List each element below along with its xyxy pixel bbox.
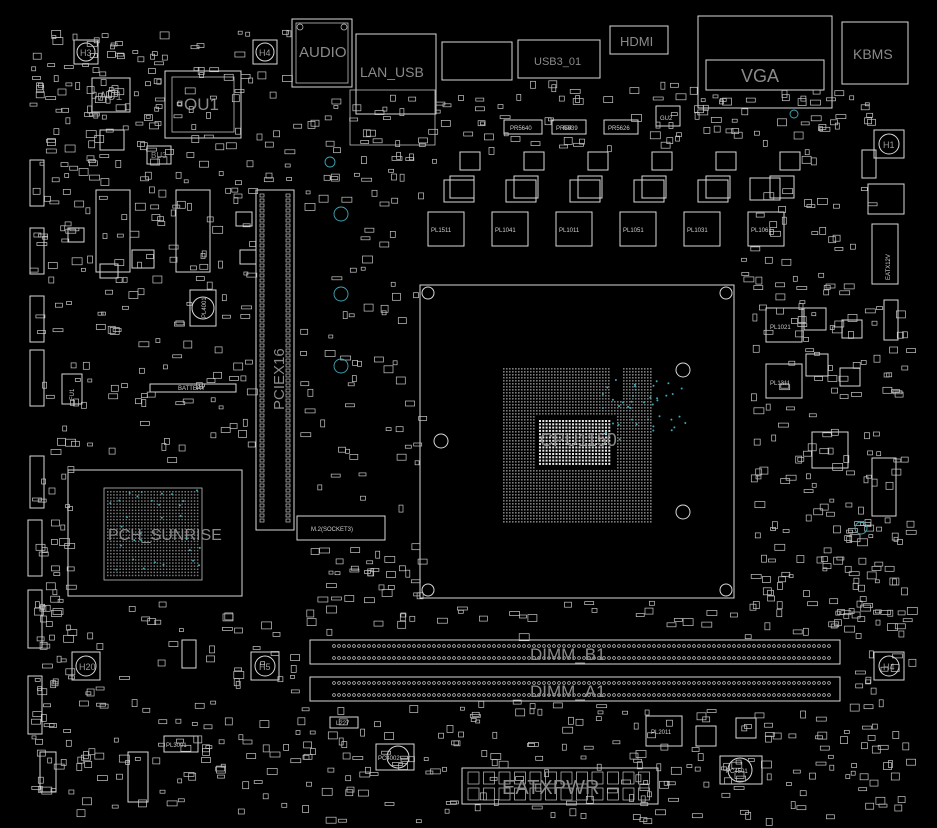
svg-text:H3: H3: [80, 48, 92, 58]
svg-text:H20: H20: [79, 662, 96, 672]
svg-text:PL4001: PL4001: [202, 297, 208, 318]
cpu-land-grid: [503, 368, 652, 523]
svg-text:PR5640: PR5640: [510, 126, 532, 132]
pch-chip[interactable]: PCH_SUNRISE: [67, 469, 243, 597]
pch-ball-grid: [107, 491, 199, 577]
svg-text:PL1021: PL1021: [770, 325, 791, 331]
mounting-hole-h4-top: H4: [252, 39, 278, 65]
battery-label: BATTERY: [178, 386, 205, 392]
ou1-chip[interactable]: OU1: [164, 70, 242, 139]
pl4001-inductor[interactable]: PL4001: [189, 289, 217, 327]
pl1311-inductor: PL1311: [765, 363, 803, 399]
inductor-label: PL1041: [495, 228, 516, 234]
eatxpwr-label: EATXPWR: [502, 777, 599, 799]
pl2011-inductor: PL2011: [645, 715, 683, 747]
kbms-connector[interactable]: KBMS: [841, 21, 909, 85]
lan-usb-label: LAN_USB: [360, 64, 424, 80]
battery-holder[interactable]: BATTERY: [149, 383, 237, 393]
svg-text:GU2: GU2: [660, 116, 673, 122]
ou1-label: OU1: [184, 95, 219, 114]
svg-text:H4: H4: [883, 662, 895, 672]
fu1-fuse: FU1: [61, 373, 83, 405]
svg-text:PL2011: PL2011: [651, 730, 672, 736]
m2-socket[interactable]: M.2(SOCKET3): [296, 515, 386, 541]
mounting-hole-h5: H5: [250, 651, 280, 681]
eatx12v-label: EATX12V: [886, 254, 892, 280]
svg-text:H4: H4: [259, 48, 271, 58]
audio-label: AUDIO: [299, 44, 347, 61]
svg-text:L227: L227: [336, 721, 350, 727]
cpu-socket[interactable]: CPU1150: [419, 284, 735, 599]
inductor-label: PL1511: [431, 228, 452, 234]
usb3-connector[interactable]: USB3_01: [441, 39, 601, 81]
hdmi-connector[interactable]: HDMI: [609, 25, 669, 55]
usb3-label: USB3_01: [534, 56, 581, 68]
svg-text:H5: H5: [259, 662, 271, 672]
pciex16-label: PCIEX16: [271, 348, 288, 410]
inductor-label: PL1061: [751, 228, 772, 234]
l227-inductor: L227: [329, 716, 359, 729]
sop-packages-left: [95, 189, 211, 273]
svg-text:FU1: FU1: [70, 388, 76, 400]
mounting-hole-h1: H1: [873, 129, 905, 159]
pch-label: PCH_SUNRISE: [108, 527, 222, 544]
vga-label: VGA: [741, 66, 779, 86]
u1-chip: [181, 639, 197, 669]
svg-text:PR5626: PR5626: [608, 126, 630, 132]
m2-label: M.2(SOCKET3): [311, 527, 353, 533]
dimm-b1-label: DIMM_B1: [530, 645, 606, 664]
pciex16-slot[interactable]: PCIEX16: [255, 189, 295, 531]
eatx12v-connector[interactable]: EATX12V: [871, 223, 899, 285]
testpoints: [109, 109, 868, 571]
pl3001-inductor: PL3001: [163, 735, 199, 753]
hdmi-label: HDMI: [620, 34, 653, 49]
inductor-label: PL1031: [687, 228, 708, 234]
mounting-hole-h3: H3: [73, 39, 99, 65]
svg-text:PC4002: PC4002: [378, 756, 400, 762]
passive-components: [27, 29, 918, 826]
inductor-label: PL1051: [623, 228, 644, 234]
pr5639: PR5639: [551, 119, 587, 135]
lan-usb-connector[interactable]: LAN_USB: [349, 33, 437, 146]
pr5626: PR5626: [603, 119, 639, 135]
kbms-label: KBMS: [853, 46, 893, 62]
pr5640: PR5640: [503, 119, 543, 135]
audio-connector[interactable]: AUDIO: [291, 18, 353, 88]
pl1021-inductor: PL1021: [765, 307, 803, 343]
gu2-chip: GU2: [655, 105, 681, 127]
vga-connector[interactable]: VGA: [697, 15, 833, 109]
vrm-inductor-row: PL1511 PL1041 PL1011 PL1051 PL1031 PL1061: [427, 151, 801, 247]
svg-text:H1: H1: [883, 140, 895, 150]
bu3-label: BU3: [151, 151, 167, 160]
eatxpwr-connector[interactable]: EATXPWR: [461, 767, 659, 805]
inductor-label: PL1011: [559, 228, 580, 234]
mounting-hole-h20: H20: [71, 651, 101, 681]
svg-text:PC4501: PC4501: [726, 769, 748, 775]
dimm-b1-slot[interactable]: DIMM_B1: [309, 639, 841, 665]
svg-text:PL3001: PL3001: [166, 743, 187, 749]
au1-chip[interactable]: AU1: [91, 77, 131, 113]
dimm-a1-label: DIMM_A1: [530, 682, 606, 701]
dimm-a1-slot[interactable]: DIMM_A1: [309, 676, 841, 702]
cpu-label: CPU1150: [540, 430, 617, 450]
